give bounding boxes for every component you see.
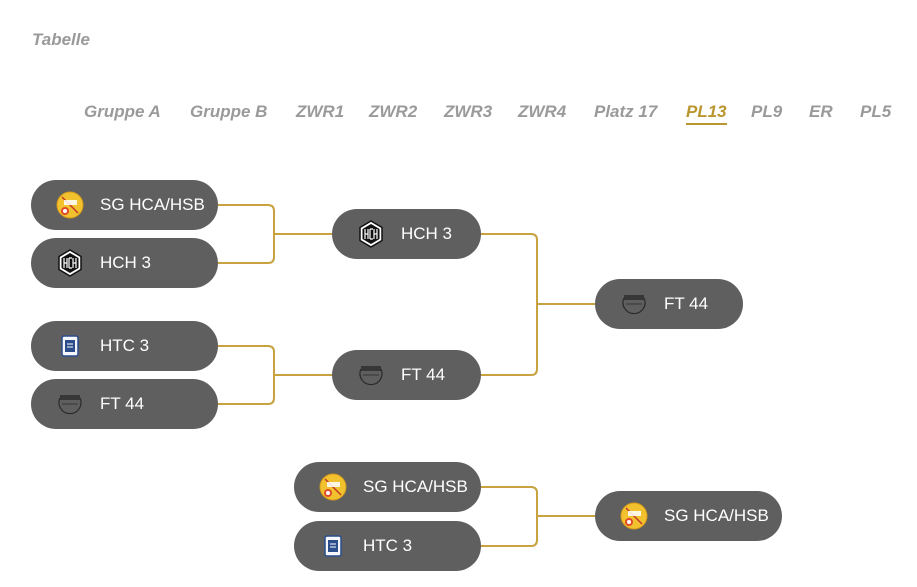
team-pill-r2-2[interactable]: FT 44 xyxy=(332,350,481,400)
team-name: HTC 3 xyxy=(363,536,413,555)
tab-gruppe-b[interactable]: Gruppe B xyxy=(190,102,268,121)
tab-pl5[interactable]: PL5 xyxy=(860,102,892,121)
team-name: FT 44 xyxy=(100,394,145,413)
htc-logo-icon xyxy=(61,335,79,357)
tab-gruppe-a[interactable]: Gruppe A xyxy=(84,102,161,121)
connector-r1-top xyxy=(218,204,275,264)
team-pill-r1-1[interactable]: SG HCA/HSB xyxy=(31,180,218,230)
tab-pl13[interactable]: PL13 xyxy=(686,102,727,125)
group-tabs: Gruppe A Gruppe B ZWR1 ZWR2 ZWR3 ZWR4 Pl… xyxy=(0,102,917,125)
team-name: HCH 3 xyxy=(401,224,453,243)
ft44-logo-icon xyxy=(359,366,383,386)
sg-hca-hsb-logo-icon xyxy=(319,473,347,501)
team-name: SG HCA/HSB xyxy=(363,477,468,496)
htc-logo-icon xyxy=(324,535,342,557)
team-pill-third-1[interactable]: SG HCA/HSB xyxy=(294,462,481,512)
hch-logo-icon xyxy=(359,220,383,248)
team-name: SG HCA/HSB xyxy=(100,195,205,214)
tab-zwr2[interactable]: ZWR2 xyxy=(369,102,418,121)
tab-platz-17[interactable]: Platz 17 xyxy=(594,102,658,121)
page-title: Tabelle xyxy=(32,30,90,49)
team-name: HCH 3 xyxy=(100,253,152,272)
ft44-logo-icon xyxy=(58,395,82,415)
connector-r1-bottom xyxy=(218,345,275,405)
tab-er[interactable]: ER xyxy=(809,102,833,121)
sg-hca-hsb-logo-icon xyxy=(56,191,84,219)
sg-hca-hsb-logo-icon xyxy=(620,502,648,530)
connector-r2 xyxy=(481,233,538,376)
team-pill-third-2[interactable]: HTC 3 xyxy=(294,521,481,571)
ft44-logo-icon xyxy=(622,295,646,315)
tab-zwr3[interactable]: ZWR3 xyxy=(444,102,493,121)
team-name: FT 44 xyxy=(401,365,446,384)
team-pill-r2-1[interactable]: HCH 3 xyxy=(332,209,481,259)
hch-logo-icon xyxy=(58,249,82,277)
team-pill-r1-3[interactable]: HTC 3 xyxy=(31,321,218,371)
team-pill-r1-2[interactable]: HCH 3 xyxy=(31,238,218,288)
team-pill-r1-4[interactable]: FT 44 xyxy=(31,379,218,429)
tab-pl9[interactable]: PL9 xyxy=(751,102,783,121)
team-pill-final[interactable]: FT 44 xyxy=(595,279,743,329)
team-name: SG HCA/HSB xyxy=(664,506,769,525)
team-name: HTC 3 xyxy=(100,336,150,355)
team-pill-third-winner[interactable]: SG HCA/HSB xyxy=(595,491,782,541)
tab-zwr4[interactable]: ZWR4 xyxy=(518,102,567,121)
team-name: FT 44 xyxy=(664,294,709,313)
connector-third xyxy=(481,486,538,547)
tab-zwr1[interactable]: ZWR1 xyxy=(296,102,345,121)
